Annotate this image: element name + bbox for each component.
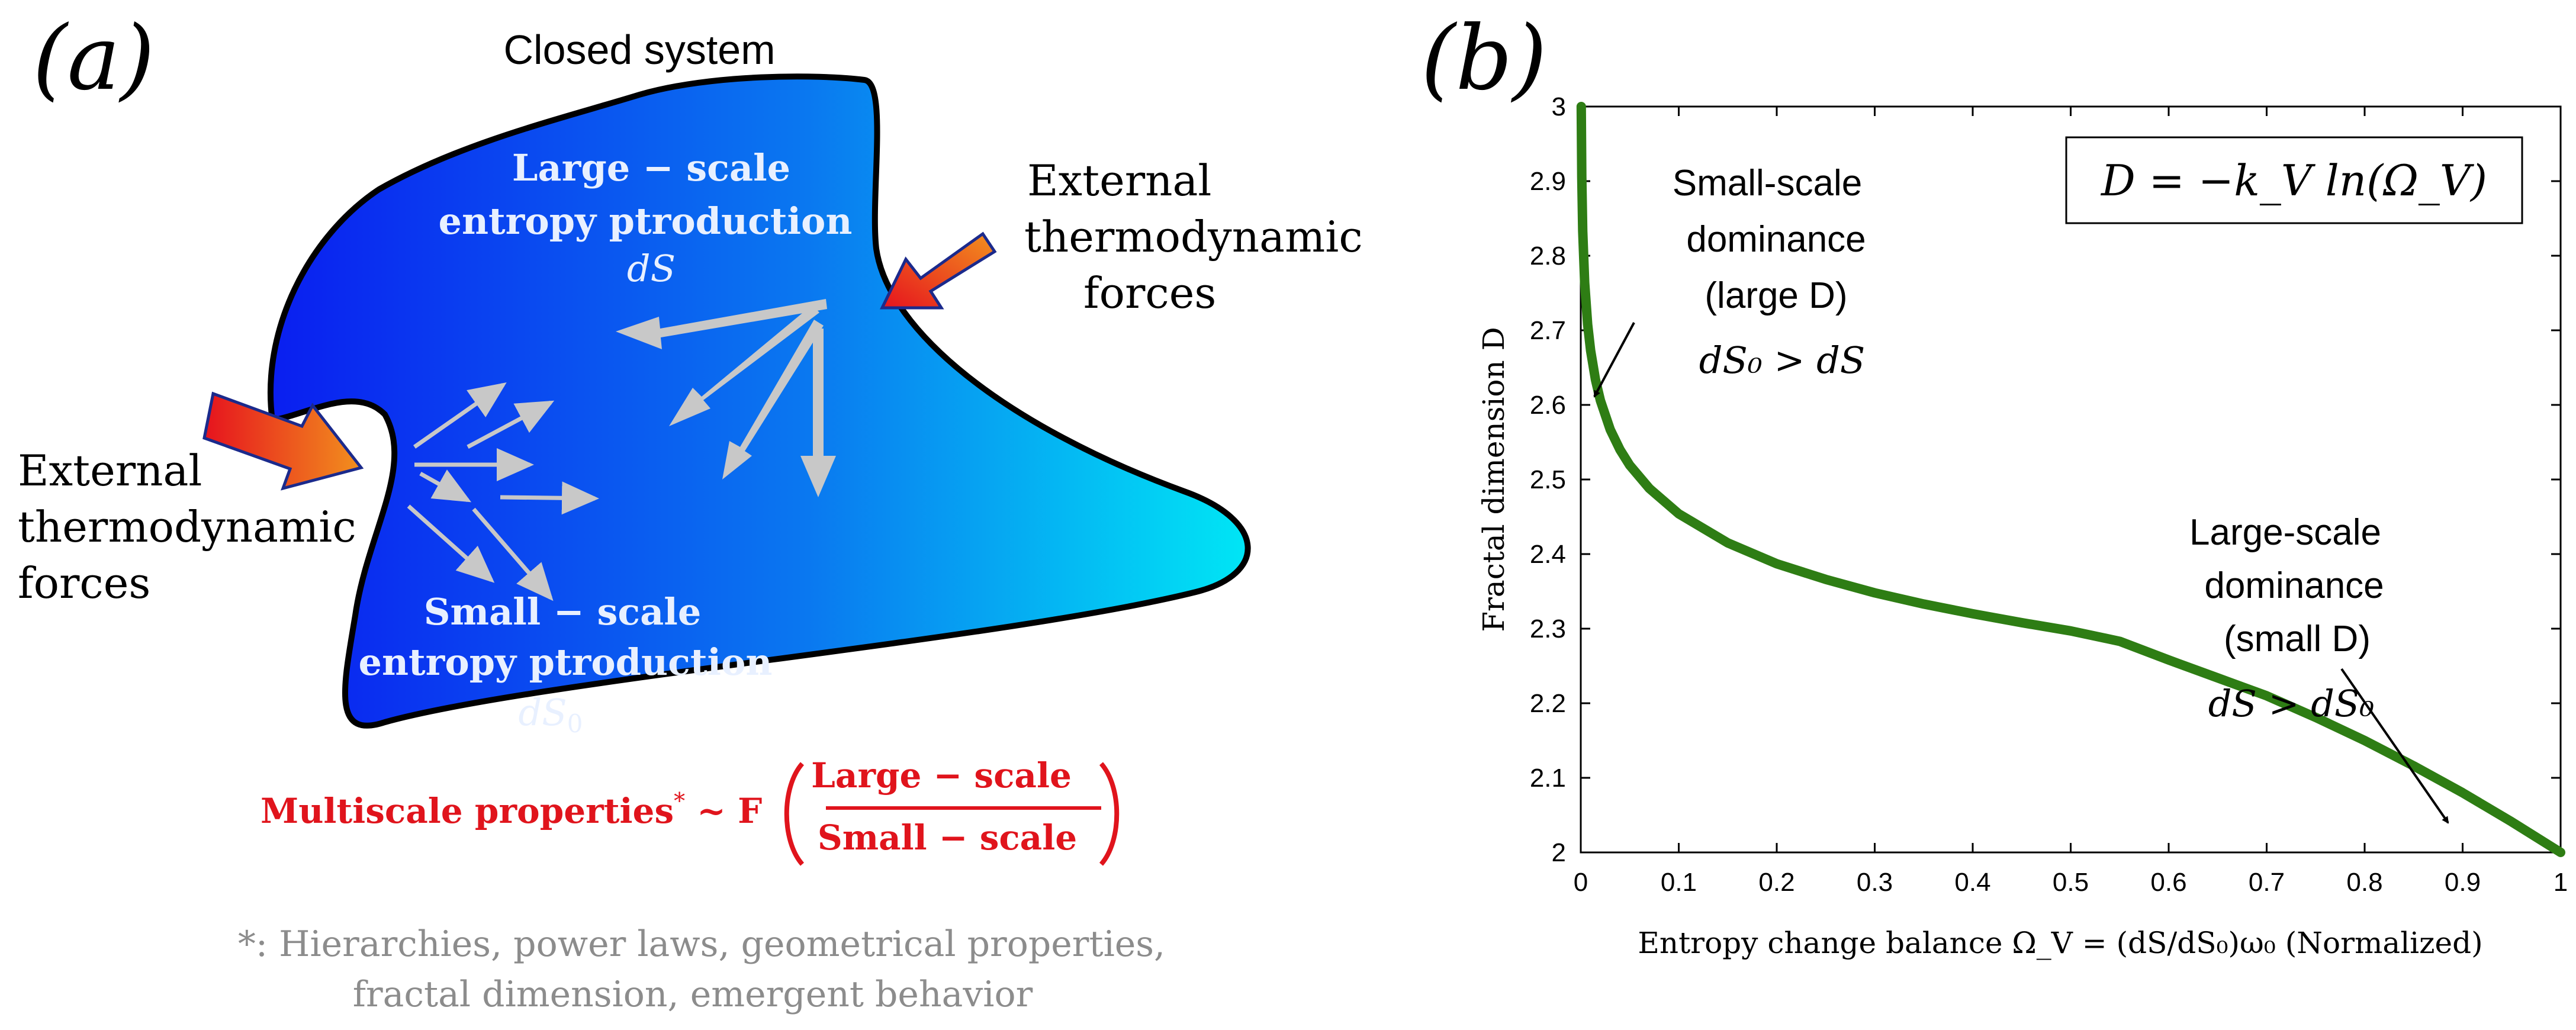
annot-small-pointer	[1593, 322, 1635, 398]
y-tick-label: 2.2	[1530, 689, 1566, 718]
y-tick-label: 2.7	[1530, 316, 1566, 345]
y-tick-label: 2.6	[1530, 391, 1566, 420]
annot-large-line3: (small D)	[2224, 619, 2371, 659]
x-tick-label: 0.3	[1857, 868, 1893, 897]
annot-large-cond: dS > dS₀	[2208, 682, 2375, 725]
formula-numerator: Large − scale	[811, 755, 1072, 796]
annot-small-line2: dominance	[1686, 219, 1866, 260]
external-right-line1: External	[1027, 156, 1211, 205]
panel-a-label: (a)	[33, 7, 155, 110]
panel-b: (b) 0 0.1 0.2 0.3 0.4 0.5 0.6 0.7 0.8 0.9 1 2 2.1 2.…	[1421, 7, 2568, 960]
x-tick-label: 0.2	[1758, 868, 1794, 897]
x-tick-label: 0.1	[1661, 868, 1697, 897]
annot-small-line1: Small-scale	[1673, 163, 1862, 204]
x-tick-label: 0.8	[2346, 868, 2382, 897]
annot-large-pointer	[2340, 668, 2449, 824]
equation-box	[2065, 136, 2523, 224]
x-tick-label: 1	[2554, 868, 2568, 897]
external-right-line3: forces	[1083, 268, 1216, 318]
y-tick-label: 2	[1552, 838, 1566, 867]
formula-left-paren	[784, 762, 805, 866]
large-scale-flow-arrows	[616, 299, 836, 497]
y-tick-label: 2.4	[1530, 540, 1566, 569]
y-tick-label: 2.1	[1530, 764, 1566, 793]
panel-b-label: (b)	[1421, 7, 1547, 110]
plot-frame	[1580, 105, 2562, 854]
formula-prefix: Multiscale properties	[261, 791, 674, 831]
equation-text: D = −k_V ln(Ω_V)	[2100, 156, 2487, 205]
y-tick-label: 2.8	[1530, 242, 1566, 271]
x-tick-label: 0.7	[2249, 868, 2285, 897]
large-scale-symbol: dS	[627, 247, 676, 290]
closed-system-label: Closed system	[503, 27, 775, 73]
y-axis-ticks: 2 2.1 2.2 2.3 2.4 2.5 2.6 2.7 2.8 2.9 3	[1530, 92, 2561, 867]
large-scale-line1: Large − scale	[512, 146, 790, 189]
y-tick-label: 3	[1552, 92, 1566, 121]
small-scale-line1: Small − scale	[424, 590, 702, 633]
footnote-line1: *: Hierarchies, power laws, geometrical …	[238, 923, 1165, 965]
small-scale-line2: entropy ptroduction	[359, 640, 773, 684]
annot-small-cond: dS₀ > dS	[1699, 339, 1866, 382]
external-left-line3: forces	[18, 558, 150, 608]
external-force-arrow-left	[202, 391, 364, 491]
y-tick-label: 2.5	[1530, 465, 1566, 494]
annot-large-line2: dominance	[2204, 565, 2384, 606]
x-tick-label: 0.4	[1954, 868, 1990, 897]
y-axis-label: Fractal dimension D	[1477, 327, 1511, 632]
formula-denominator: Small − scale	[818, 817, 1077, 858]
formula-mid: ~ F	[685, 791, 762, 831]
annot-small-line3: (large D)	[1705, 275, 1847, 316]
y-tick-label: 2.3	[1530, 614, 1566, 643]
panel-a: (a) Closed system Large − scale entropy …	[18, 7, 1363, 1015]
x-tick-label: 0.6	[2150, 868, 2186, 897]
small-scale-symbol: dS0	[519, 691, 583, 738]
svg-text:Multiscale properties* ~ F: Multiscale properties* ~ F	[261, 788, 762, 831]
external-right-line2: thermodynamic	[1024, 212, 1363, 262]
x-tick-label: 0	[1574, 868, 1588, 897]
external-left-line1: External	[18, 446, 202, 495]
x-tick-label: 0.5	[2053, 868, 2089, 897]
external-force-arrow-right	[879, 231, 997, 310]
fractal-dimension-curve	[1576, 102, 2565, 857]
annot-large-line1: Large-scale	[2189, 512, 2381, 553]
small-scale-flow-arrows	[407, 382, 599, 601]
footnote-line2: fractal dimension, emergent behavior	[353, 974, 1033, 1015]
formula-right-paren	[1099, 762, 1120, 866]
x-tick-label: 0.9	[2445, 868, 2481, 897]
closed-system-blob	[267, 73, 1251, 729]
large-scale-line2: entropy ptroduction	[439, 199, 853, 243]
y-tick-label: 2.9	[1530, 167, 1566, 196]
external-left-line2: thermodynamic	[18, 502, 356, 552]
formula-sup: *	[674, 788, 685, 814]
x-axis-ticks: 0 0.1 0.2 0.3 0.4 0.5 0.6 0.7 0.8 0.9 1	[1574, 107, 2568, 897]
multiscale-formula: Multiscale properties* ~ F Large − scale…	[261, 755, 1120, 866]
x-axis-label: Entropy change balance Ω_V = (dS/dS₀)ω₀ …	[1638, 926, 2482, 960]
